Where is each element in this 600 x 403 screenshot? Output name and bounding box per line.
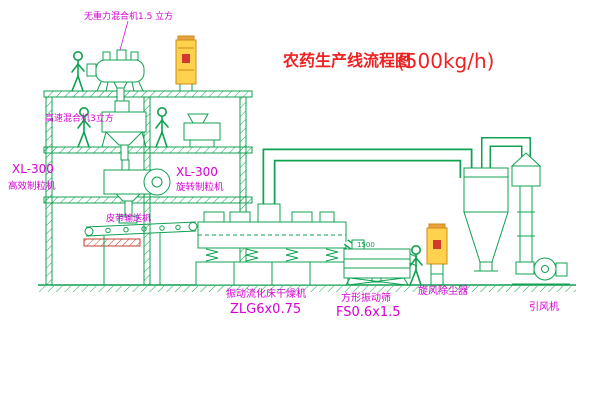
label-leader-line <box>119 20 129 51</box>
feeder-unit <box>183 113 221 147</box>
worker-figure-top <box>71 50 85 92</box>
high-speed-mixer <box>101 100 147 161</box>
label-cyclone: 旋风除尘器 <box>418 284 468 297</box>
label-granulator-mid-model: XL-300 <box>176 165 218 179</box>
fluid-bed-dryer <box>195 203 349 286</box>
exhaust-stack <box>510 152 542 262</box>
label-gravity-mixer: 无重力混合机1.5 立方 <box>84 10 173 22</box>
control-cabinet-upper <box>175 35 197 91</box>
label-granulator-mid-name: 旋转制粒机 <box>176 181 224 193</box>
label-belt-conveyor: 皮带输送机 <box>106 212 151 224</box>
gravity-mixer <box>86 49 145 103</box>
exhaust-duct <box>262 137 531 214</box>
label-dryer-name: 振动流化床干燥机 <box>226 287 306 300</box>
worker-figure-mid-right <box>155 107 169 148</box>
diagram-title: 农药生产线流程图 <box>282 51 411 70</box>
label-dryer-model: ZLG6x0.75 <box>230 302 301 317</box>
control-cabinet-right <box>426 223 448 285</box>
induced-draft-fan <box>512 257 570 285</box>
label-high-speed-mixer: 高速混合机3立方 <box>45 112 114 124</box>
diagram-title-capacity: (500kg/h) <box>397 49 494 73</box>
label-screen-dimension: 1500 <box>357 241 375 249</box>
vibrating-screen <box>343 239 418 286</box>
worker-figure-ground <box>409 245 423 286</box>
label-fan: 引风机 <box>529 300 559 313</box>
label-granulator-left-name: 高效制粒机 <box>8 180 56 192</box>
label-screen-name: 方形振动筛 <box>341 291 391 304</box>
label-screen-model: FS0.6x1.5 <box>336 305 401 320</box>
belt-conveyor <box>83 215 198 285</box>
granulator <box>103 159 171 217</box>
label-granulator-left-model: XL-300 <box>12 162 54 176</box>
ground-line <box>38 284 576 292</box>
cyclone-separator <box>463 167 509 272</box>
